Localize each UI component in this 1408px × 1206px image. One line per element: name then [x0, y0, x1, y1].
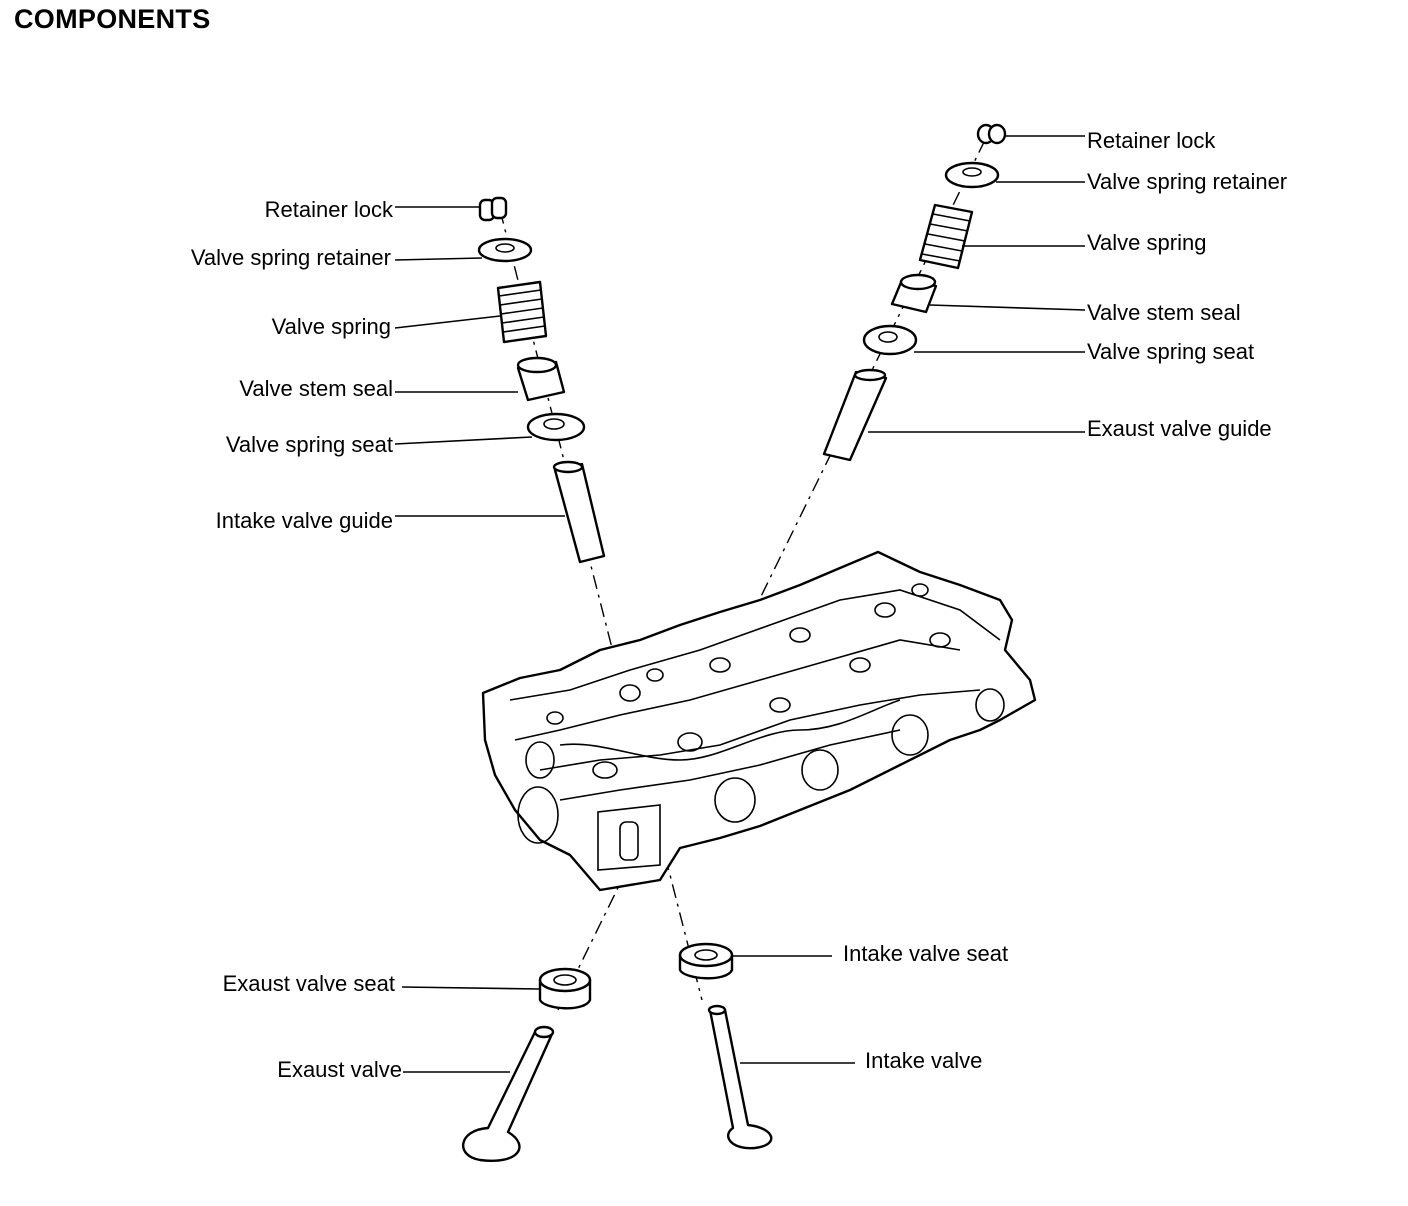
labels: Retainer lock Valve spring retainer Valv… — [191, 128, 1287, 1082]
label-right-retainer-lock: Retainer lock — [1087, 128, 1216, 153]
intake-valve — [707, 1004, 773, 1150]
label-exhaust-valve-seat: Exaust valve seat — [223, 971, 395, 996]
label-right-valve-stem-seal: Valve stem seal — [1087, 300, 1241, 325]
left-valve-spring-retainer — [477, 237, 533, 263]
label-left-retainer-lock: Retainer lock — [265, 197, 394, 222]
label-intake-valve-seat: Intake valve seat — [843, 941, 1008, 966]
label-intake-valve-guide: Intake valve guide — [216, 508, 393, 533]
right-valve-stem-seal — [890, 273, 938, 314]
left-valve-spring-seat — [526, 412, 586, 442]
label-left-valve-spring: Valve spring — [272, 314, 391, 339]
right-valve-spring — [918, 203, 974, 270]
right-valve-spring-retainer — [944, 161, 1000, 189]
cylinder-head — [481, 550, 1037, 892]
label-exhaust-valve-guide: Exaust valve guide — [1087, 416, 1272, 441]
left-valve-spring — [496, 280, 548, 344]
left-valve-stem-seal — [516, 356, 566, 402]
exhaust-valve-seat — [538, 967, 592, 1010]
label-left-valve-spring-retainer: Valve spring retainer — [191, 245, 391, 270]
intake-valve-guide — [552, 460, 606, 564]
label-left-valve-spring-seat: Valve spring seat — [226, 432, 393, 457]
left-retainer-lock — [478, 196, 508, 222]
diagram-title: COMPONENTS — [14, 4, 211, 34]
intake-valve-seat — [678, 942, 734, 980]
label-intake-valve: Intake valve — [865, 1048, 982, 1073]
leader-lines — [394, 135, 1086, 1073]
exhaust-valve-guide — [822, 368, 888, 462]
label-left-valve-stem-seal: Valve stem seal — [239, 376, 393, 401]
label-right-valve-spring: Valve spring — [1087, 230, 1206, 255]
label-right-valve-spring-retainer: Valve spring retainer — [1087, 169, 1287, 194]
label-right-valve-spring-seat: Valve spring seat — [1087, 339, 1254, 364]
exhaust-valve — [462, 1025, 555, 1162]
label-exhaust-valve: Exaust valve — [277, 1057, 402, 1082]
right-retainer-lock — [976, 123, 1007, 145]
right-valve-spring-seat — [862, 324, 918, 356]
